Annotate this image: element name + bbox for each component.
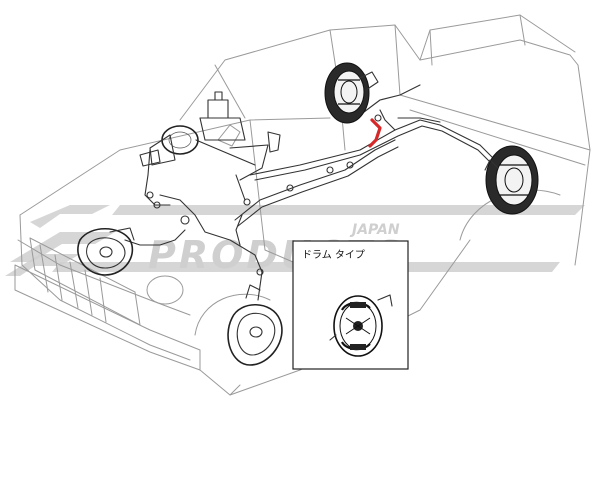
watermark-small-text: JAPAN	[349, 222, 400, 238]
reservoir	[207, 99, 229, 119]
drum-brake-assembly-illustration	[329, 294, 393, 357]
front-brake-left	[77, 227, 135, 276]
brake-booster	[161, 125, 199, 155]
brake-booster-assembly	[139, 91, 281, 206]
front-brake-right	[227, 284, 283, 366]
highlighted-brake-hose	[368, 118, 382, 148]
inset-label: ドラム タイプ	[302, 249, 365, 261]
watermark-logo-mark	[30, 205, 110, 228]
master-cylinder	[149, 134, 176, 166]
rear-drum-right	[484, 145, 539, 215]
vehicle-body-outline	[14, 14, 591, 396]
drum-type-inset: ドラム タイプ	[292, 240, 409, 370]
brake-lines	[124, 84, 501, 301]
rear-drum-left	[324, 62, 379, 124]
proportioning-valve	[267, 131, 281, 153]
